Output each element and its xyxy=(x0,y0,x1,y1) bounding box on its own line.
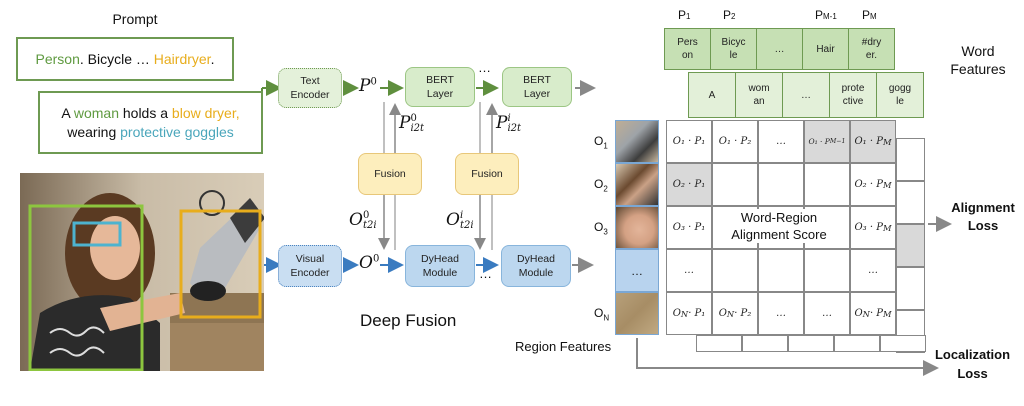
prompt-token: blow dryer, xyxy=(171,104,240,121)
prompt-token: holds a xyxy=(118,104,172,121)
region-features-label: Region Features xyxy=(515,339,612,354)
word-token-cell: A xyxy=(688,72,736,118)
p0-symbol: P0 xyxy=(359,76,377,96)
alignment-score-cell: O₃ · P₁ xyxy=(666,206,712,249)
o0-symbol: O0 xyxy=(359,253,380,273)
alignment-score-cell: … xyxy=(850,249,896,292)
localization-target-cell xyxy=(788,335,834,352)
deep-fusion-label: Deep Fusion xyxy=(360,311,457,330)
region-thumbnail xyxy=(615,206,659,249)
word-token-cell: #dry er. xyxy=(848,28,895,70)
alignment-target-cell xyxy=(896,224,925,267)
word-index-label: PM xyxy=(862,8,877,22)
prompt-token: Person xyxy=(35,50,80,67)
person-bounding-box xyxy=(28,204,144,371)
region-index-label: O2 xyxy=(594,177,608,194)
prompt-box-categories: Person. Bicycle … Hairdryer. xyxy=(16,37,234,81)
alignment-score-cell: O₁ · P₂ xyxy=(712,120,758,163)
word-token-cell: gogg le xyxy=(876,72,924,118)
word-token-cell: Hair xyxy=(802,28,849,70)
prompt-token: wearing xyxy=(67,123,121,140)
visual-encoder: Visual Encoder xyxy=(278,245,342,287)
alignment-score-cell: O₂ · P₁ xyxy=(666,163,712,206)
alignment-target-cell xyxy=(896,267,925,310)
fusion-2: Fusion xyxy=(455,153,519,195)
region-ellipsis-cell: … xyxy=(615,249,659,292)
bert-ellipsis: … xyxy=(478,60,491,75)
localization-loss-label: Localization Loss xyxy=(934,347,1011,381)
bert-layer-1: BERT Layer xyxy=(405,67,475,107)
region-index-label: ON xyxy=(594,306,610,323)
region-thumbnail xyxy=(615,120,659,163)
localization-target-cell xyxy=(742,335,788,352)
word-token-cell: prote ctive xyxy=(829,72,877,118)
prompt-token: A xyxy=(61,104,74,121)
prompt-token: woman xyxy=(73,104,119,121)
prompt-token: Hairdryer xyxy=(153,50,211,67)
localization-target-cell xyxy=(834,335,880,352)
word-index-label: PM-1 xyxy=(815,8,837,22)
region-index-label: O3 xyxy=(594,220,608,237)
alignment-score-cell xyxy=(804,163,850,206)
alignment-score-cell: … xyxy=(666,249,712,292)
prompt-token: protective goggles xyxy=(120,123,234,140)
alignment-score-label: Word-Region Alignment Score xyxy=(721,209,837,243)
alignment-target-cell xyxy=(896,181,925,224)
word-index-label: P1 xyxy=(678,8,691,22)
dyhead-ellipsis: … xyxy=(479,266,492,281)
bert-layer-2: BERT Layer xyxy=(502,67,572,107)
localization-target-cell xyxy=(696,335,742,352)
alignment-score-cell xyxy=(758,249,804,292)
word-index-label: P2 xyxy=(723,8,736,22)
word-token-cell: … xyxy=(782,72,830,118)
region-index-label: O1 xyxy=(594,134,608,151)
dyhead-module-2: DyHead Module xyxy=(501,245,571,287)
alignment-score-cell: … xyxy=(758,292,804,335)
prompt-title: Prompt xyxy=(112,11,158,27)
localization-target-cell xyxy=(880,335,926,352)
alignment-score-cell xyxy=(758,163,804,206)
localization-loss-arrow xyxy=(636,338,939,376)
prompt-box-caption: A woman holds a blow dryer, wearing prot… xyxy=(38,91,263,154)
word-token-cell: … xyxy=(756,28,803,70)
word-token-cell: Bicyc le xyxy=(710,28,757,70)
alignment-score-cell: … xyxy=(758,120,804,163)
prompt-token: . xyxy=(210,50,215,67)
region-thumbnail xyxy=(615,163,659,206)
fusion-1: Fusion xyxy=(358,153,422,195)
dryer-bounding-box xyxy=(179,209,262,319)
text-encoder: Text Encoder xyxy=(278,68,342,108)
word-token-cell: Pers on xyxy=(664,28,711,70)
alignment-target-cell xyxy=(896,138,925,181)
dyhead-module-1: DyHead Module xyxy=(405,245,475,287)
prompt-caption-line1: A woman holds a blow dryer, xyxy=(61,104,239,123)
word-token-cell: wom an xyxy=(735,72,783,118)
alignment-score-cell: O₁ · P₁ xyxy=(666,120,712,163)
region-thumbnail xyxy=(615,292,659,335)
input-image xyxy=(20,173,264,371)
prompt-caption-line2: wearing protective goggles xyxy=(61,123,239,142)
alignment-score-cell xyxy=(712,163,758,206)
prompt-categories-text: Person. Bicycle … Hairdryer. xyxy=(36,50,215,69)
word-features-label: Word Features xyxy=(950,43,1006,77)
goggles-bounding-box xyxy=(72,221,122,247)
alignment-loss-label: Alignment Loss xyxy=(951,200,1015,233)
alignment-score-cell: … xyxy=(804,292,850,335)
alignment-score-cell xyxy=(712,249,758,292)
alignment-score-cell xyxy=(804,249,850,292)
prompt-token: . Bicycle … xyxy=(79,50,154,67)
